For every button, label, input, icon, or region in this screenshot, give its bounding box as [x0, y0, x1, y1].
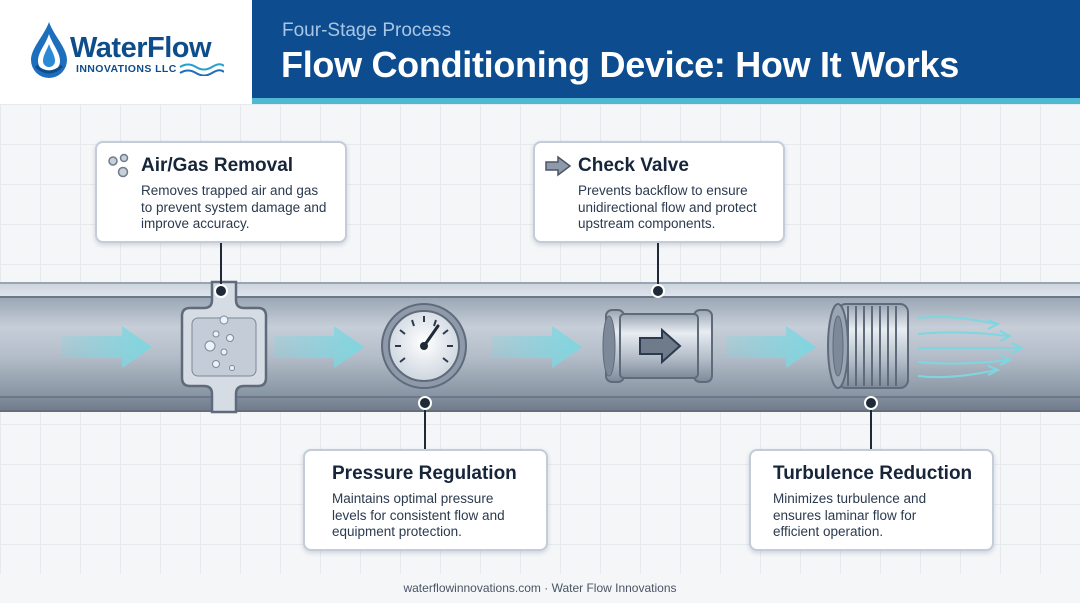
- description-line: Maintains optimal pressure: [332, 491, 494, 506]
- brand-name: WaterFlow: [70, 32, 212, 64]
- waves-icon: [179, 63, 224, 76]
- stage-description: Maintains optimal pressure levels for co…: [332, 491, 505, 541]
- pressure-gauge: [381, 303, 467, 389]
- connector-air-gas: [214, 242, 228, 298]
- description-line: Removes trapped air and gas: [141, 183, 319, 198]
- brand-subtitle: INNOVATIONS LLC: [76, 63, 177, 75]
- water-drop-icon: [31, 22, 67, 78]
- description-line: to prevent system damage and: [141, 199, 327, 215]
- flow-arrow-3: [492, 326, 582, 368]
- description-line: improve accuracy.: [141, 216, 250, 231]
- connector-turbulence: [864, 396, 878, 450]
- card-air-gas-removal: Air/Gas Removal Removes trapped air and …: [95, 141, 347, 243]
- laminar-flow-lines: [917, 315, 1025, 379]
- footer-website: waterflowinnovations.com: [403, 581, 541, 595]
- stage-description: Minimizes turbulence and ensures laminar…: [773, 491, 926, 541]
- bubbles-icon: [108, 153, 129, 178]
- card-pressure-regulation: Pressure Regulation Maintains optimal pr…: [303, 449, 548, 551]
- flow-arrow-4: [726, 326, 816, 368]
- stage-title: Air/Gas Removal: [141, 155, 294, 176]
- page-subtitle: Four-Stage Process: [282, 20, 451, 41]
- air-gas-removal-chamber: [180, 280, 268, 414]
- description-line: Minimizes turbulence and: [773, 491, 927, 506]
- stage-description: Prevents backflow to ensure unidirection…: [578, 183, 757, 233]
- header-banner: Four-Stage Process Flow Conditioning Dev…: [252, 0, 1080, 98]
- stage-description: Removes trapped air and gas to prevent s…: [141, 183, 326, 233]
- connector-check-valve: [651, 242, 665, 298]
- flow-conditioner: [827, 303, 909, 389]
- card-check-valve: Check Valve Prevents backflow to ensure …: [533, 141, 785, 243]
- check-valve: [602, 309, 713, 383]
- description-line: ensures laminar flow for: [773, 507, 917, 523]
- description-line: Prevents backflow to ensure: [578, 183, 748, 198]
- footer-company: Water Flow Innovations: [551, 581, 677, 595]
- header-accent-rule: [252, 98, 1080, 104]
- stage-title: Turbulence Reduction: [773, 463, 973, 484]
- flow-arrow-1: [62, 326, 152, 368]
- connector-pressure: [418, 396, 432, 450]
- page-title: Flow Conditioning Device: How It Works: [281, 44, 959, 85]
- stage-title: Pressure Regulation: [332, 463, 517, 484]
- logo: WaterFlow INNOVATIONS LLC: [0, 0, 252, 104]
- card-turbulence-reduction: Turbulence Reduction Minimizes turbulenc…: [749, 449, 994, 551]
- description-line: equipment protection.: [332, 524, 462, 539]
- footer: waterflowinnovations.com · Water Flow In…: [0, 581, 1080, 595]
- description-line: upstream components.: [578, 216, 716, 231]
- description-line: efficient operation.: [773, 524, 884, 539]
- description-line: levels for consistent flow and: [332, 507, 505, 523]
- stage-title: Check Valve: [578, 155, 689, 176]
- description-line: unidirectional flow and protect: [578, 199, 757, 215]
- arrow-right-icon: [545, 155, 572, 177]
- footer-separator: ·: [544, 581, 549, 595]
- flow-arrow-2: [274, 326, 364, 368]
